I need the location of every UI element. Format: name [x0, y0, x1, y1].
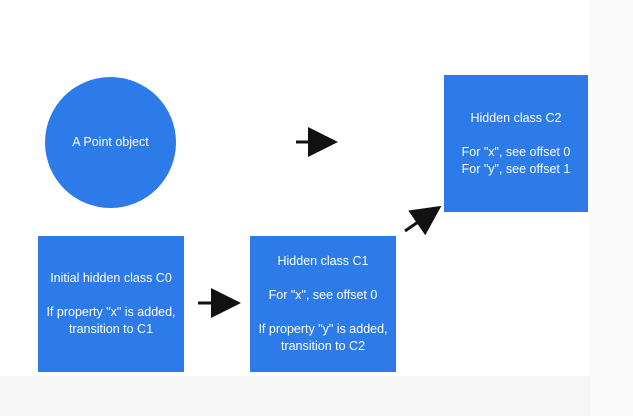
arrow-up-right	[404, 205, 442, 236]
bottom-band	[0, 376, 633, 416]
hidden-class-c1-text-1: If property "y" is added,	[258, 322, 388, 336]
hidden-class-c2-text-2: For "y", see offset 1	[461, 161, 571, 176]
hidden-class-c1-text-2: transition to C2	[280, 339, 366, 353]
hidden-class-c2-node: Hidden class C2 For "x", see offset 0 Fo…	[444, 75, 588, 212]
point-object-label: A Point object	[72, 135, 149, 149]
hidden-class-c0-text-1: If property "x" is added,	[46, 305, 176, 319]
point-object-node: A Point object	[45, 77, 176, 208]
hidden-class-c0-title: Initial hidden class C0	[50, 271, 172, 285]
hidden-class-c2-text-1: For "x", see offset 0	[461, 144, 571, 159]
hidden-class-c1-title: Hidden class C1	[277, 254, 369, 268]
hidden-class-c2-title: Hidden class C2	[470, 110, 562, 125]
hidden-class-c1-offset-line: For "x", see offset 0	[268, 288, 378, 302]
hidden-class-c1-node: Hidden class C1 For "x", see offset 0 If…	[250, 236, 396, 372]
hidden-class-c0-text-2: transition to C1	[68, 322, 154, 336]
hidden-class-c0-node: Initial hidden class C0 If property "x" …	[38, 236, 184, 372]
right-band	[590, 0, 633, 416]
